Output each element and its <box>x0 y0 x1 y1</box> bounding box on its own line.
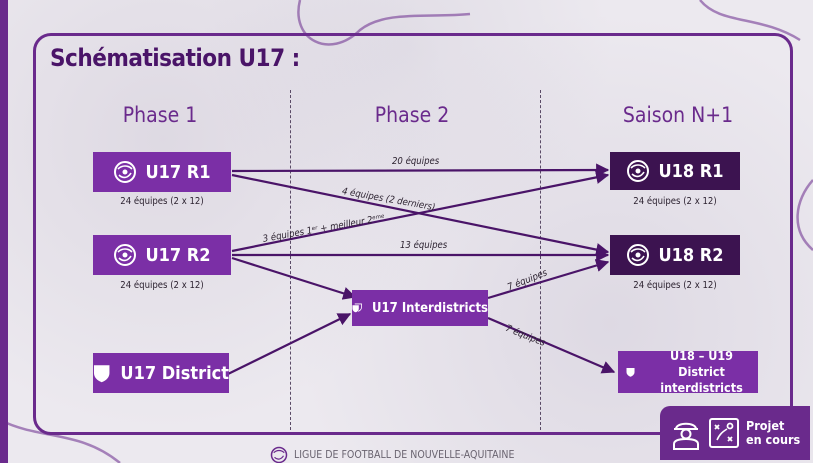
worker-icon <box>673 422 699 450</box>
badge-label: Projet en cours <box>746 418 801 447</box>
arrow-label-20-equipes: 20 équipes <box>392 156 440 167</box>
arrow-district-to-interdistricts <box>227 313 352 375</box>
shield-icon <box>93 365 110 383</box>
box-u17-r1: U17 R1 <box>93 152 231 192</box>
box-u18-r2: U18 R2 <box>610 235 740 275</box>
box-u17-r2-label: U17 R2 <box>145 244 211 266</box>
box-u18-r1: U18 R1 <box>610 152 740 190</box>
tactics-board-icon <box>709 418 739 448</box>
caption-u18-r1: 24 équipes (2 x 12) <box>633 196 717 207</box>
content-panel <box>33 33 793 435</box>
double-shield-icon <box>352 303 362 313</box>
projet-en-cours-badge: Projet en cours <box>660 406 810 460</box>
football-logo-icon <box>114 244 137 266</box>
league-logo-icon <box>270 446 288 463</box>
box-u17-interdistricts: U17 Interdistricts <box>352 290 488 326</box>
arrow-interdistricts-to-u18r2 <box>487 259 610 300</box>
shield-icon <box>626 367 635 377</box>
box-u17-district-label: U17 District <box>120 362 229 384</box>
box-u18-u19-district: U18 – U19 District interdistricts <box>618 348 758 395</box>
football-logo-icon <box>114 161 137 183</box>
box-u17-r2: U17 R2 <box>93 235 231 275</box>
caption-u17-r1: 24 équipes (2 x 12) <box>120 196 204 207</box>
football-logo-icon <box>627 244 650 266</box>
column-divider-2 <box>540 90 541 430</box>
arrow-r1-to-u18r1 <box>231 163 610 177</box>
left-edge-stripe <box>0 0 8 463</box>
box-u17-r1-label: U17 R1 <box>145 161 211 183</box>
footer-org-label: LIGUE DE FOOTBALL DE NOUVELLE-AQUITAINE <box>294 449 515 461</box>
arrow-interdistricts-to-district <box>487 316 616 374</box>
arrow-r2-to-u18r1 <box>231 170 610 253</box>
box-u18-r1-label: U18 R1 <box>658 160 724 182</box>
footer-org: LIGUE DE FOOTBALL DE NOUVELLE-AQUITAINE <box>270 446 514 463</box>
page-title: Schématisation U17 : <box>50 44 300 72</box>
football-logo-icon <box>627 160 650 182</box>
box-u18-u19-district-label: U18 – U19 District interdistricts <box>660 348 743 395</box>
arrow-label-13-equipes: 13 équipes <box>400 240 448 251</box>
column-header-phase-2: Phase 2 <box>374 103 450 127</box>
arrow-r2-to-interdistricts <box>231 256 357 300</box>
box-u17-interdistricts-label: U17 Interdistricts <box>371 300 488 316</box>
caption-u17-r2: 24 équipes (2 x 12) <box>120 280 204 291</box>
box-u18-r2-label: U18 R2 <box>658 244 724 266</box>
box-u17-district: U17 District <box>93 353 229 393</box>
column-divider-1 <box>290 90 291 430</box>
caption-u18-r2: 24 équipes (2 x 12) <box>633 280 717 291</box>
column-header-saison: Saison N+1 <box>622 103 734 127</box>
column-header-phase-1: Phase 1 <box>122 103 198 127</box>
